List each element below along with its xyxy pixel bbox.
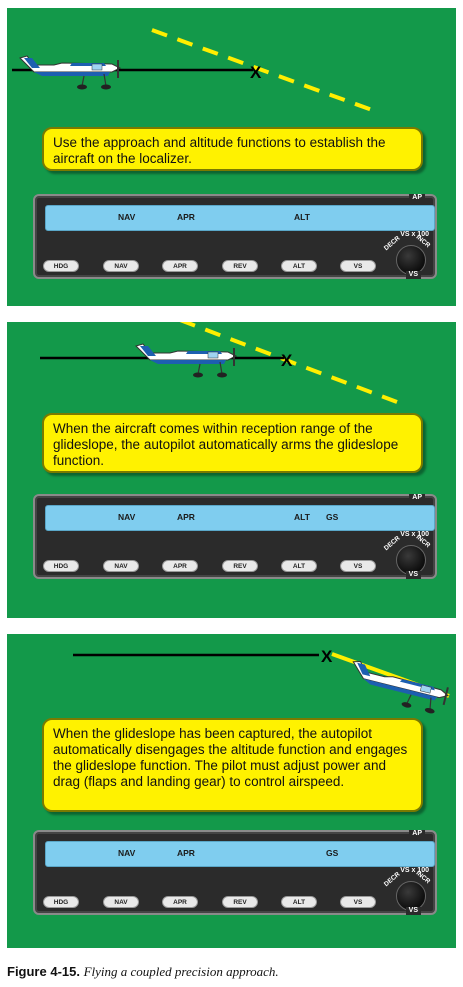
decr-label: DECR xyxy=(382,234,402,253)
autopilot-controller: AP NAV APR GS VS x 100 DECR INCR HDG NAV… xyxy=(33,830,437,915)
vs-bottom-label: VS xyxy=(405,271,421,279)
airplane-icon xyxy=(135,343,238,378)
vs-button[interactable]: VS xyxy=(340,896,376,908)
intercept-marker: X xyxy=(250,63,262,82)
annunciator-gs: GS xyxy=(326,848,339,858)
scene-panel-1: X Use the approach and altitude function… xyxy=(7,8,456,306)
vertical-speed-knob[interactable] xyxy=(396,245,426,275)
instruction-callout: When the aircraft comes within reception… xyxy=(42,413,423,473)
annunciator-gs: GS xyxy=(326,512,339,522)
intercept-marker: X xyxy=(281,351,293,370)
ap-label: AP xyxy=(409,494,425,502)
annunciator-display: NAV APR ALT GS xyxy=(45,505,435,531)
nav-button[interactable]: NAV xyxy=(103,560,139,572)
approach-diagram-3: X xyxy=(73,647,450,714)
vs-button[interactable]: VS xyxy=(340,560,376,572)
annunciator-nav: NAV xyxy=(118,212,136,222)
approach-diagram-2: X xyxy=(40,322,398,404)
annunciator-nav: NAV xyxy=(118,848,136,858)
rev-button[interactable]: REV xyxy=(222,560,258,572)
autopilot-controller: AP NAV APR ALT VS x 100 DECR INCR HDG NA… xyxy=(33,194,437,279)
hdg-button[interactable]: HDG xyxy=(43,560,79,572)
decr-label: DECR xyxy=(382,534,402,553)
airplane-icon xyxy=(352,660,450,714)
figure-title: Flying a coupled precision approach. xyxy=(83,964,279,979)
hdg-button[interactable]: HDG xyxy=(43,896,79,908)
annunciator-apr: APR xyxy=(177,212,195,222)
scene-panel-3: X When the glideslope has been captured,… xyxy=(7,634,456,948)
glideslope-line xyxy=(151,28,373,112)
airplane-icon xyxy=(19,55,122,90)
vs-bottom-label: VS xyxy=(405,907,421,915)
figure-number: Figure 4-15. xyxy=(7,964,80,979)
glideslope-line xyxy=(179,322,398,404)
annunciator-display: NAV APR GS xyxy=(45,841,435,867)
ap-label: AP xyxy=(409,194,425,202)
annunciator-alt: ALT xyxy=(294,512,310,522)
alt-button[interactable]: ALT xyxy=(281,896,317,908)
instruction-callout: When the glideslope has been captured, t… xyxy=(42,718,423,812)
annunciator-apr: APR xyxy=(177,512,195,522)
intercept-marker: X xyxy=(321,647,333,666)
ap-label: AP xyxy=(409,830,425,838)
apr-button[interactable]: APR xyxy=(162,260,198,272)
vs-scale-label: VS x 100 xyxy=(400,531,429,538)
figure-caption: Figure 4-15. Flying a coupled precision … xyxy=(7,964,279,980)
approach-diagram-1: X xyxy=(12,28,373,112)
vs-scale-label: VS x 100 xyxy=(400,867,429,874)
alt-button[interactable]: ALT xyxy=(281,560,317,572)
vs-bottom-label: VS xyxy=(405,571,421,579)
annunciator-apr: APR xyxy=(177,848,195,858)
instruction-callout: Use the approach and altitude functions … xyxy=(42,127,423,171)
rev-button[interactable]: REV xyxy=(222,260,258,272)
alt-button[interactable]: ALT xyxy=(281,260,317,272)
decr-label: DECR xyxy=(382,870,402,889)
apr-button[interactable]: APR xyxy=(162,560,198,572)
apr-button[interactable]: APR xyxy=(162,896,198,908)
autopilot-controller: AP NAV APR ALT GS VS x 100 DECR INCR HDG… xyxy=(33,494,437,579)
hdg-button[interactable]: HDG xyxy=(43,260,79,272)
scene-panel-2: X When the aircraft comes within recepti… xyxy=(7,322,456,618)
annunciator-nav: NAV xyxy=(118,512,136,522)
annunciator-display: NAV APR ALT xyxy=(45,205,435,231)
rev-button[interactable]: REV xyxy=(222,896,258,908)
nav-button[interactable]: NAV xyxy=(103,896,139,908)
vs-button[interactable]: VS xyxy=(340,260,376,272)
vs-scale-label: VS x 100 xyxy=(400,231,429,238)
vertical-speed-knob[interactable] xyxy=(396,881,426,911)
nav-button[interactable]: NAV xyxy=(103,260,139,272)
annunciator-alt: ALT xyxy=(294,212,310,222)
